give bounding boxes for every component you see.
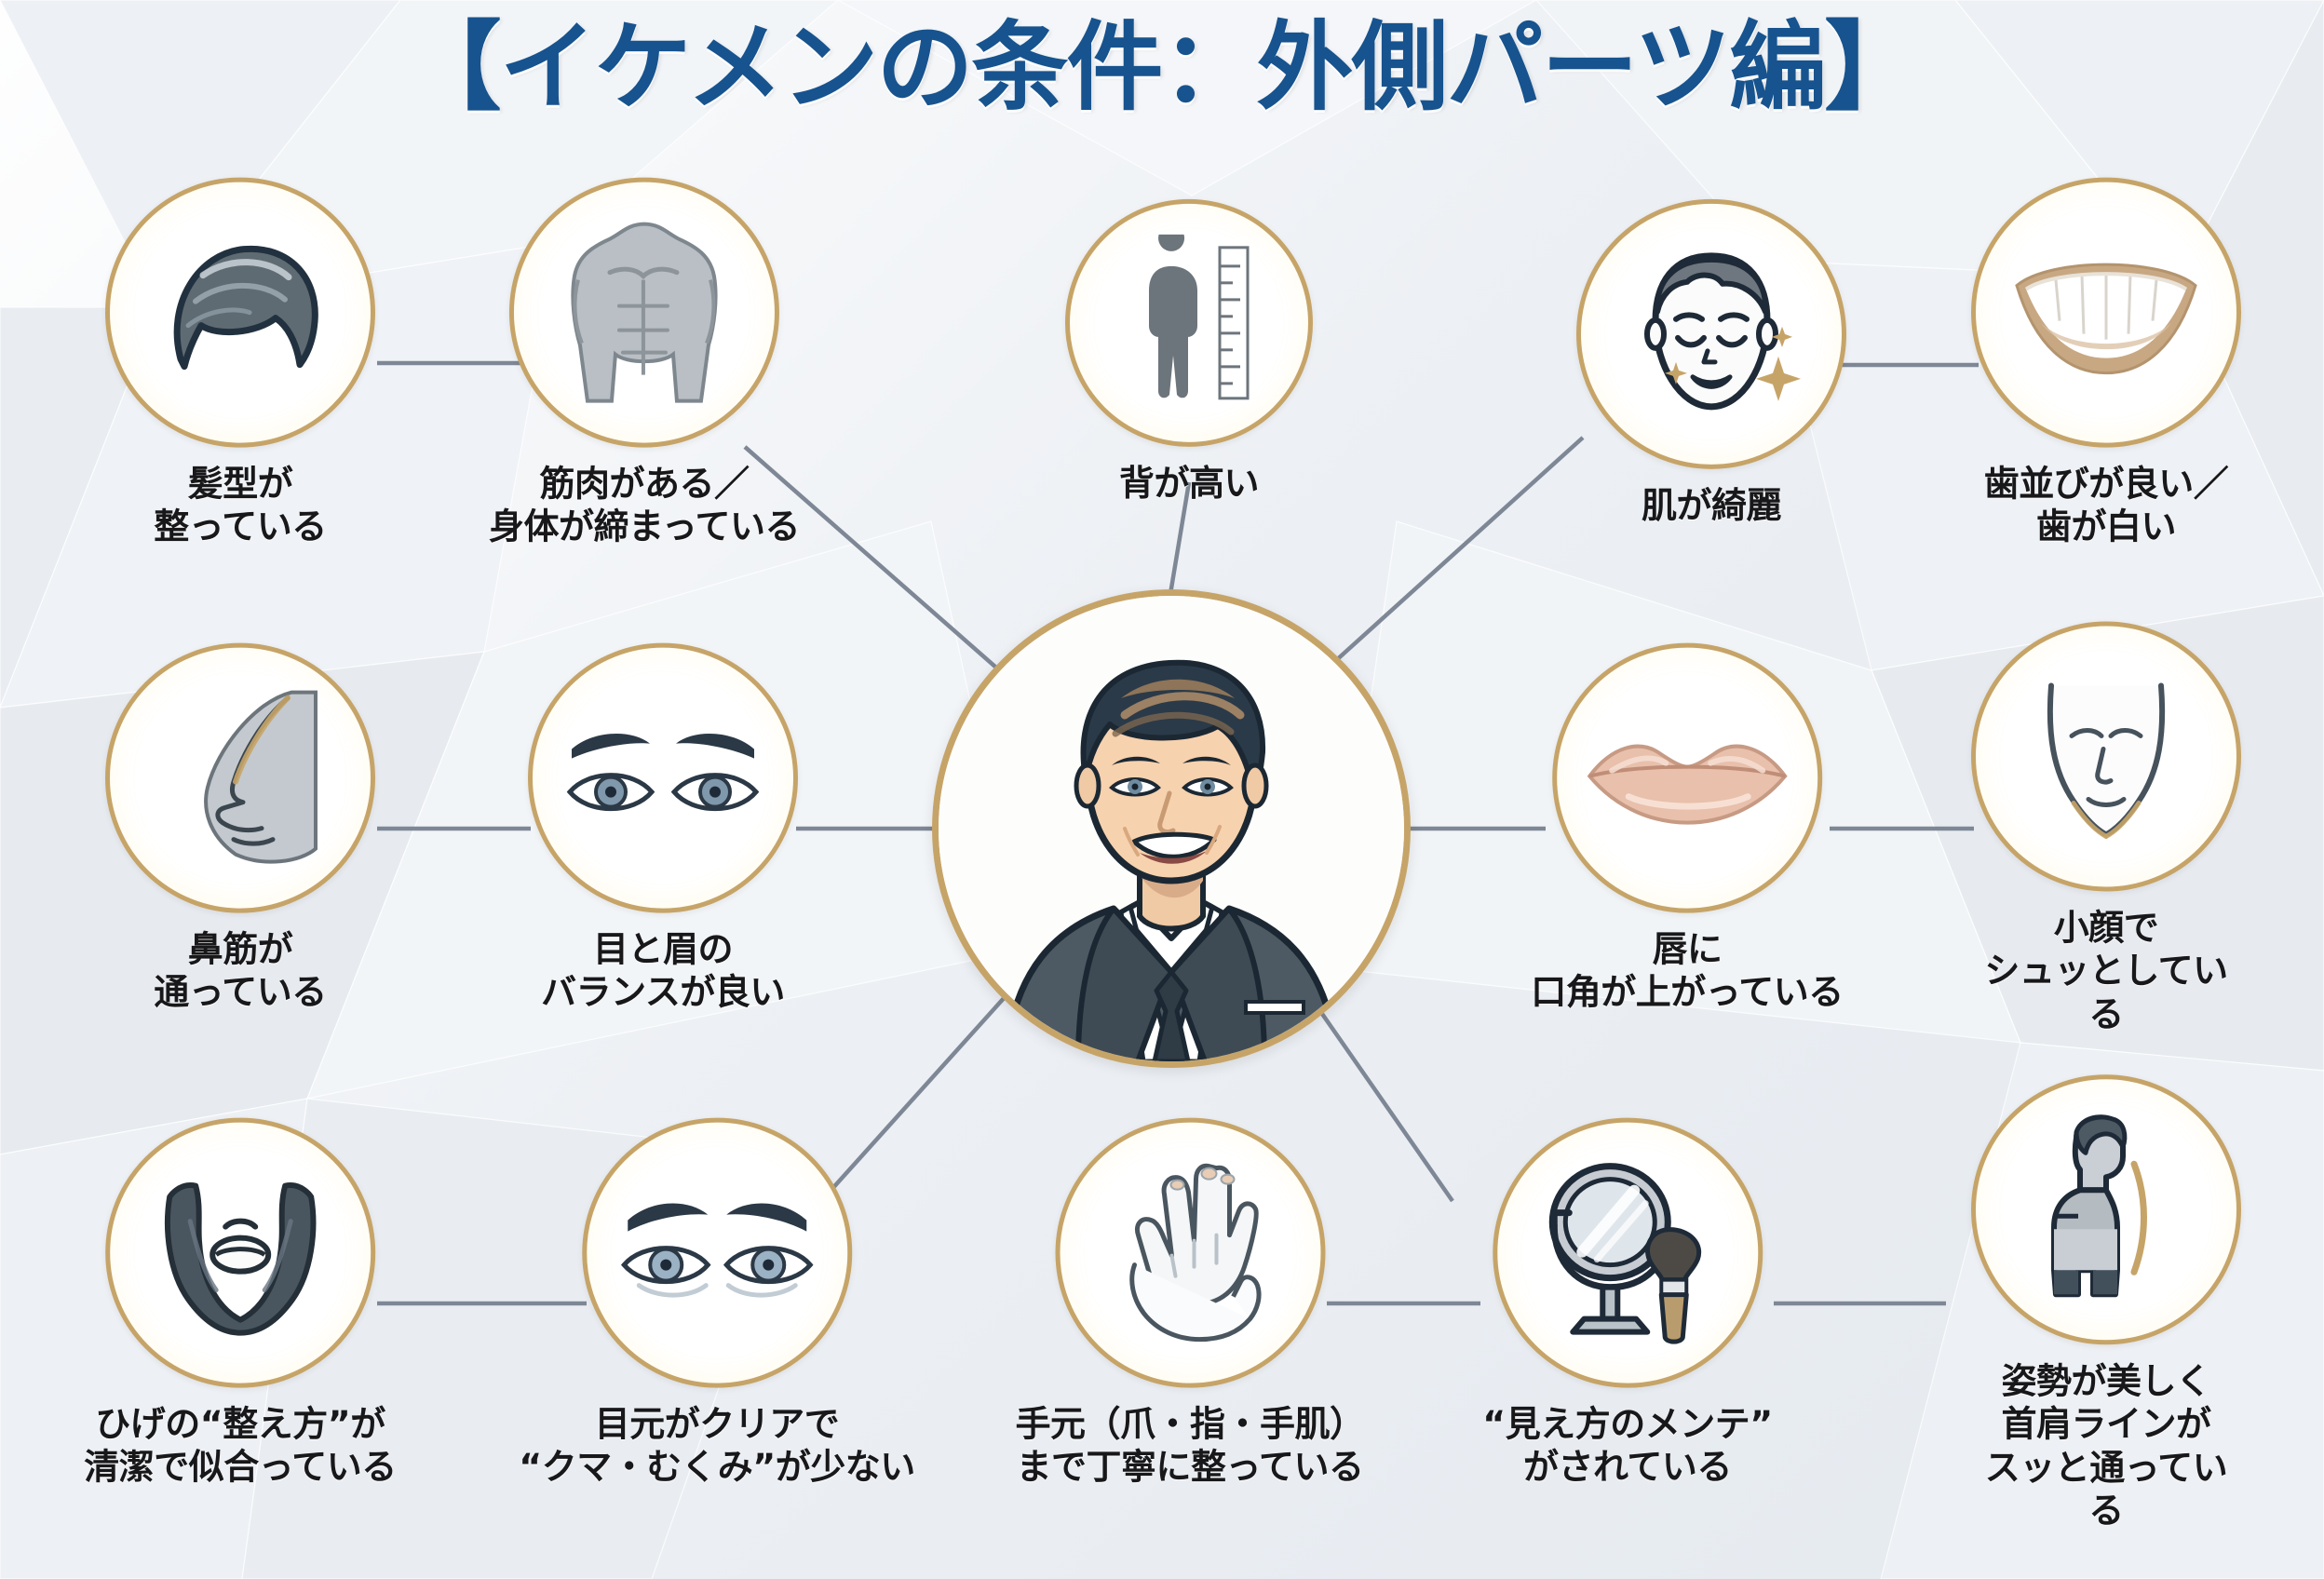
node-caption: “見え方のメンテ” がされている xyxy=(1482,1403,1773,1488)
hairstyle-icon-bubble xyxy=(105,177,375,448)
clear-skin-face-icon xyxy=(1644,252,1801,411)
torso-muscle-icon-bubble xyxy=(509,177,779,448)
node-caption: 筋肉がある／ 身体が締まっている xyxy=(488,463,801,547)
nose-profile-icon xyxy=(204,690,318,864)
node-grooming[interactable]: “見え方のメンテ” がされている xyxy=(1482,1117,1773,1490)
node-posture[interactable]: 姿勢が美しく 首肩ラインが スッと通っている xyxy=(1971,1074,2241,1532)
slim-face-outline-icon xyxy=(2047,682,2166,839)
node-beard[interactable]: ひげの“整え方”が 清潔で似合っている xyxy=(84,1117,397,1490)
node-smallface[interactable]: 小顔で シュッとしている xyxy=(1971,621,2241,1035)
slim-face-outline-icon-bubble xyxy=(1971,621,2241,892)
node-caption: 姿勢が美しく 首肩ラインが スッと通っている xyxy=(1984,1360,2228,1532)
node-center-portrait[interactable] xyxy=(932,589,1411,1068)
posture-side-icon-bubble xyxy=(1971,1074,2241,1345)
posture-side-icon xyxy=(2051,1114,2147,1298)
clear-eye-area-icon xyxy=(620,1203,814,1298)
nose-profile-icon-bubble xyxy=(105,642,375,913)
node-hair[interactable]: 髪型が 整っている xyxy=(105,177,375,549)
node-nose[interactable]: 鼻筋が 通っている xyxy=(105,642,375,1015)
height-ruler-icon-bubble xyxy=(1065,198,1313,447)
node-eyearea[interactable]: 目元がクリアで “クマ・むくみ”が少ない xyxy=(519,1117,915,1490)
node-eyebrows[interactable]: 目と眉の バランスが良い xyxy=(528,642,798,1015)
lips-icon xyxy=(1587,744,1788,825)
eyes-eyebrows-icon xyxy=(566,733,760,811)
white-smile-teeth-icon-bubble xyxy=(1971,177,2241,448)
hairstyle-icon xyxy=(173,245,318,371)
node-caption: 肌が綺麗 xyxy=(1641,484,1782,526)
node-caption: 小顔で シュッとしている xyxy=(1984,907,2228,1035)
mirror-brush-icon xyxy=(1548,1163,1701,1344)
node-hands[interactable]: 手元（爪・指・手肌） まで丁寧に整っている xyxy=(1015,1117,1365,1490)
clear-skin-face-icon-bubble xyxy=(1576,198,1846,469)
hands-care-icon xyxy=(1128,1163,1262,1343)
clear-eye-area-icon-bubble xyxy=(581,1117,852,1388)
white-smile-teeth-icon xyxy=(2015,263,2197,375)
handsome-man-portrait-icon-bubble xyxy=(932,589,1411,1068)
node-caption: ひげの“整え方”が 清潔で似合っている xyxy=(84,1403,397,1488)
node-caption: 目と眉の バランスが良い xyxy=(541,928,785,1013)
node-caption: 背が高い xyxy=(1118,462,1260,504)
lips-icon-bubble xyxy=(1551,642,1822,913)
hands-care-icon-bubble xyxy=(1054,1117,1325,1388)
node-caption: 目元がクリアで “クマ・むくみ”が少ない xyxy=(519,1403,915,1488)
height-ruler-icon xyxy=(1149,234,1250,400)
beard-icon-bubble xyxy=(104,1117,375,1388)
node-height[interactable]: 背が高い xyxy=(1065,198,1313,505)
torso-muscle-icon xyxy=(571,222,718,403)
node-teeth[interactable]: 歯並びが良い／ 歯が白い xyxy=(1971,177,2241,549)
node-caption: 唇に 口角が上がっている xyxy=(1531,928,1844,1013)
eyes-eyebrows-icon-bubble xyxy=(528,642,798,913)
node-caption: 鼻筋が 通っている xyxy=(154,928,327,1013)
node-caption: 髪型が 整っている xyxy=(154,463,327,547)
node-caption: 歯並びが良い／ 歯が白い xyxy=(1983,463,2229,547)
mirror-brush-icon-bubble xyxy=(1492,1117,1763,1388)
node-caption: 手元（爪・指・手肌） まで丁寧に整っている xyxy=(1015,1403,1365,1488)
node-muscle[interactable]: 筋肉がある／ 身体が締まっている xyxy=(488,177,801,549)
beard-icon xyxy=(164,1182,317,1336)
node-skin[interactable]: 肌が綺麗 xyxy=(1576,198,1846,527)
page-title: 【イケメンの条件：外側パーツ編】 xyxy=(404,10,1922,124)
handsome-man-portrait-icon xyxy=(939,596,1404,1061)
node-lips[interactable]: 唇に 口角が上がっている xyxy=(1531,642,1844,1015)
